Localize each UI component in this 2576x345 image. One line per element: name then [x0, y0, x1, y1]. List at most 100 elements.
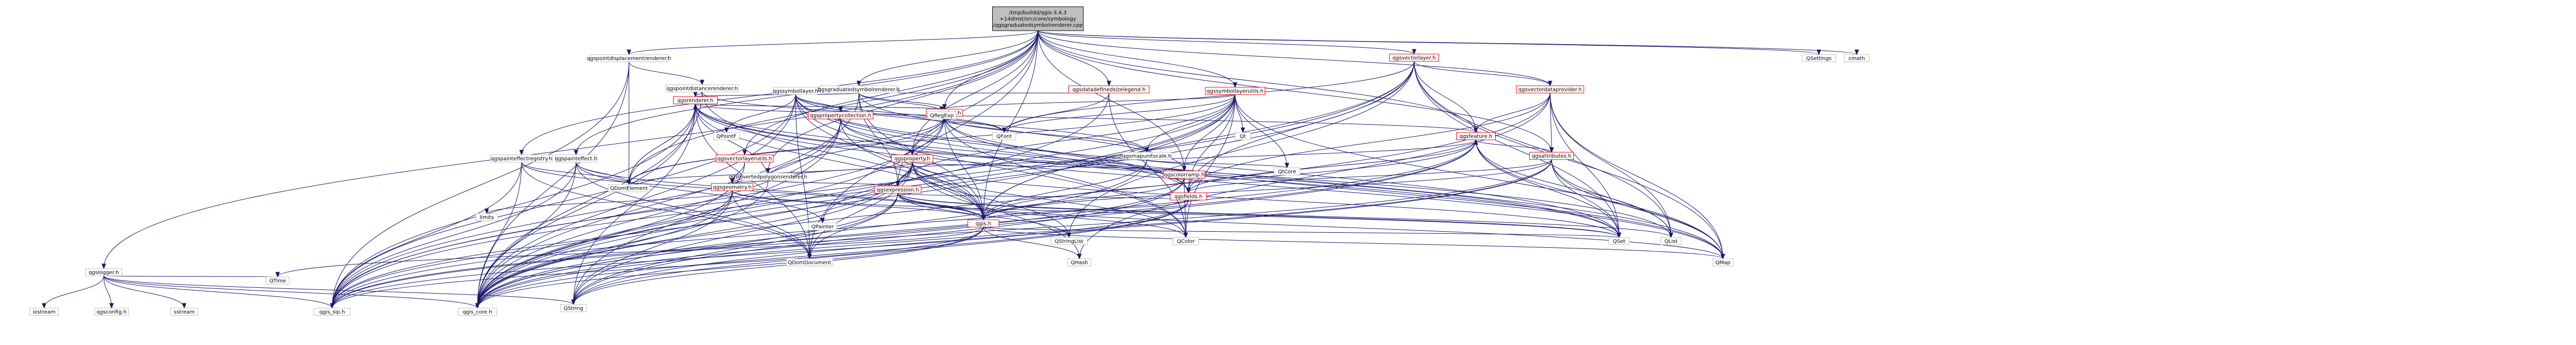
node-label: +14dmst/src/core/symbology [999, 17, 1076, 22]
edge-qgslogger-to-qtime [103, 272, 280, 278]
node-label: QColor [1177, 239, 1195, 245]
node-label: qgscolorramp.h [1164, 172, 1204, 178]
node-qdomelement: QDomElement [608, 184, 650, 192]
edge-qgslogger-to-iostream [42, 275, 104, 309]
node-label: qgsmapunitscale.h [1122, 154, 1172, 160]
edge-painteffect-to-qdomelement [576, 162, 632, 185]
edge-root-to-expression [895, 30, 1038, 187]
node-vectorlayer[interactable]: qgsvectorlayer.h [1389, 54, 1439, 62]
node-qgslogger: qgslogger.h [85, 268, 122, 276]
node-vectorlayerutils[interactable]: qgsvectorlayerutils.h [716, 154, 774, 163]
node-fields[interactable]: qgsfields.h [1170, 192, 1207, 201]
node-property[interactable]: qgsproperty.h [891, 154, 934, 163]
node-label: qgsexpression.h [876, 188, 919, 193]
edge-property-to-qgis_sip [330, 162, 913, 309]
node-label: QList [1664, 239, 1677, 245]
edge-root-to-vectordataprovider [1037, 30, 1553, 87]
edge-attributes-to-qgis_core [475, 159, 1552, 309]
node-label: qgsvectordataprovider.h [1518, 87, 1582, 93]
node-qgis[interactable]: qgis.h [967, 219, 999, 228]
node-qlist: QList [1660, 237, 1682, 245]
edge-expression-to-qgis_core [475, 193, 898, 309]
node-symlayerutils[interactable]: qgssymbollayerutils.h [1205, 87, 1265, 95]
node-feature[interactable]: qgsfeature.h [1456, 132, 1496, 140]
node-propcoll[interactable]: qgspropertycollection.h [808, 111, 873, 120]
node-label: QtCore [1278, 169, 1296, 175]
edge-qgslogger-to-qgis_sip [103, 275, 335, 309]
edge-root-to-qsettings [1037, 30, 1821, 56]
node-expression[interactable]: qgsexpression.h [874, 185, 922, 194]
edge-feature-to-qstring [571, 139, 1476, 306]
node-label: qgsvectorlayer.h [1392, 56, 1435, 61]
edge-root-to-qgslogger [101, 30, 1038, 270]
node-label: qgspropertycollection.h [810, 113, 871, 119]
edge-invpoly-to-expression [768, 180, 900, 187]
node-qcolor: QColor [1172, 237, 1199, 245]
edge-geometry-to-qgis_sip [330, 190, 733, 309]
node-qt: Qt [1235, 132, 1251, 140]
node-qpointf: QPointF [713, 132, 740, 140]
node-root: /tmp/buildd/qgis-3.4.3+14dmst/src/core/s… [992, 6, 1084, 31]
node-colorramp[interactable]: qgscolorramp.h [1163, 170, 1205, 179]
node-qset: QSet [1608, 237, 1630, 245]
node-label: qgsinvertedpolygonrenderer.h [729, 175, 807, 180]
edge-expression-to-qcolor [897, 193, 1188, 238]
node-label: qgsdatadefinedsizelegend.h [1072, 87, 1145, 93]
node-qhash: QHash [1067, 258, 1091, 267]
edge-attributes-to-qstring [571, 159, 1552, 306]
node-label: qgslogger.h [89, 270, 119, 276]
node-painteffectreg: qgspainteffectregistry.h [490, 154, 553, 163]
edge-invpoly-to-symbol [768, 115, 947, 181]
node-label: qgsrenderer.h [677, 98, 714, 104]
node-datadefsize[interactable]: qgsdatadefinedsizelegend.h [1068, 85, 1149, 94]
node-geometry[interactable]: qgsgeometry.h [711, 183, 753, 191]
edge-symlayerutils-to-qt [1235, 94, 1245, 134]
node-label: QStringList [1054, 239, 1083, 245]
node-label: QMap [1716, 260, 1731, 266]
edge-symbol-to-mapunitscale [944, 116, 1149, 153]
node-qgsconfig: qgsconfig.h [94, 308, 129, 316]
edge-attributes-to-qmap [1551, 159, 1725, 260]
edge-painteffect-to-qpainter [576, 162, 825, 224]
edge-root-to-cmath [1037, 30, 1859, 56]
edge-invpoly-to-qgis_core [475, 180, 769, 309]
node-label: limits [479, 215, 494, 221]
edges-layer [42, 30, 1859, 309]
node-renderer[interactable]: qgsrenderer.h [673, 96, 718, 104]
edge-attributes-to-qlist [1551, 159, 1674, 238]
edge-fields-to-qgis_sip [330, 200, 1189, 309]
edge-symbol-to-property [910, 116, 945, 156]
node-mapunitscale: qgsmapunitscale.h [1122, 152, 1172, 160]
node-painteffect: qgspainteffect.h [555, 154, 597, 163]
edge-root-to-feature [1037, 30, 1478, 134]
edge-root-to-datadefsize [1037, 30, 1112, 87]
node-limits: limits [475, 213, 498, 221]
node-qstring: QString [560, 304, 587, 312]
node-label: /qgsgraduatedsymbolrenderer.cpp [993, 23, 1083, 29]
edge-datadefsize-to-qcolor [1108, 92, 1188, 238]
node-label: QPointF [717, 134, 737, 140]
node-label: QDomElement [610, 186, 648, 192]
node-label: QRegExp [930, 113, 953, 119]
edge-mapunitscale-to-qtcore [1146, 159, 1290, 169]
node-label: sstream [174, 310, 195, 315]
edge-vectorlayerutils-to-geometry [730, 162, 745, 184]
node-qpainter: QPainter [808, 222, 837, 231]
node-qstringlist: QStringList [1050, 237, 1088, 245]
node-vectordataprovider[interactable]: qgsvectordataprovider.h [1516, 85, 1584, 94]
node-attributes[interactable]: qgsattributes.h [1529, 152, 1574, 160]
node-label: qgsfeature.h [1459, 134, 1492, 140]
edge-root-to-gradsym [856, 30, 1038, 87]
edge-root-to-vectorlayer [1037, 30, 1417, 55]
edge-fields-to-qgis [981, 200, 1189, 221]
node-label: cmath [1848, 56, 1865, 62]
node-symlayer: qgssymbollayer.h [773, 87, 818, 95]
edge-vectordataprovider-to-qlist [1550, 92, 1674, 238]
node-qmap: QMap [1712, 258, 1734, 267]
node-label: QSettings [1806, 56, 1832, 62]
node-qgis_core: qgis_core.h [458, 308, 497, 316]
edge-renderer-to-qdomelement [626, 103, 696, 185]
edge-geometry-to-limits [484, 190, 733, 215]
edge-vectorlayer-to-vectordataprovider [1414, 61, 1553, 87]
edge-expression-to-qlist [897, 193, 1674, 238]
